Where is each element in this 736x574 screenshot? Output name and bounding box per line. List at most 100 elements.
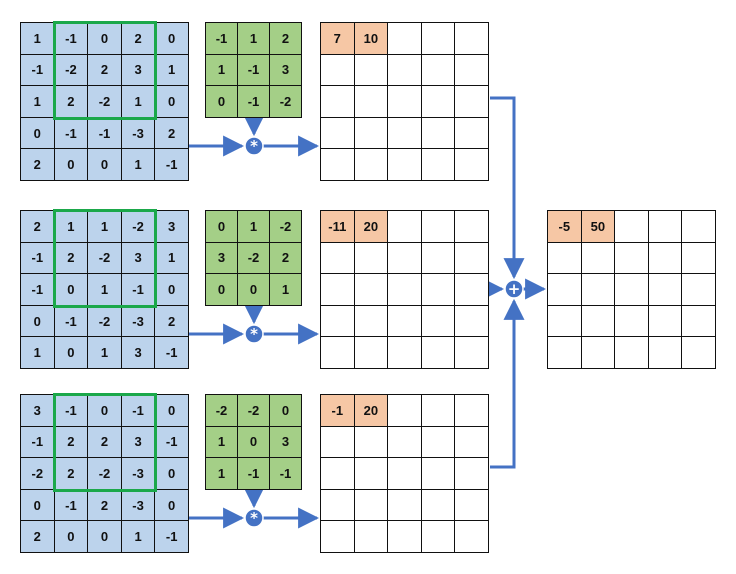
- kernel-cell: 1: [206, 458, 238, 490]
- feature-map-cell: [354, 274, 389, 306]
- feature-map-cell: [455, 149, 489, 181]
- output-cell: [581, 305, 616, 338]
- input-cell: 1: [88, 337, 122, 369]
- feature-map-cell: [388, 54, 422, 87]
- input-cell: -1: [155, 149, 189, 181]
- feature-map-cell: [388, 305, 422, 338]
- input-cell: 2: [54, 86, 89, 118]
- feature-map-cell: -11: [321, 211, 355, 243]
- input-cell: -1: [121, 395, 156, 427]
- output-cell: [682, 274, 716, 306]
- input-cell: 3: [121, 54, 156, 87]
- feature-map-cell: -1: [321, 395, 355, 427]
- feature-map-cell: [421, 242, 456, 275]
- feature-map-cell: [455, 521, 489, 553]
- feature-map-cell: [421, 211, 456, 243]
- feature-map-cell: [421, 426, 456, 459]
- feature-map-cell: [421, 86, 456, 118]
- kernel-cell: -1: [270, 458, 302, 490]
- feature-map-cell: [321, 305, 355, 338]
- kernel-cell: 0: [206, 86, 238, 118]
- input-cell: -1: [21, 54, 55, 87]
- input-cell: 0: [88, 395, 122, 427]
- feature-map-cell: [455, 395, 489, 427]
- feature-map-cell: [455, 489, 489, 522]
- input-cell: 3: [121, 242, 156, 275]
- input-cell: 0: [155, 395, 189, 427]
- feature-map-1-to-sum-arrow: [490, 96, 525, 280]
- feature-map-cell: [455, 86, 489, 118]
- input-cell: -3: [121, 117, 156, 150]
- input-cell: 0: [21, 117, 55, 150]
- convolution-operator-1: *: [244, 136, 264, 156]
- feature-map-cell: [388, 242, 422, 275]
- input-cell: 0: [21, 489, 55, 522]
- feature-map-cell: [455, 426, 489, 459]
- kernel-cell: 0: [238, 274, 270, 306]
- feature-map-cell: [421, 305, 456, 338]
- input-cell: 2: [54, 426, 89, 459]
- input-cell: 1: [54, 211, 89, 243]
- feature-map-cell: [321, 489, 355, 522]
- kernel-cell: 0: [206, 211, 238, 243]
- kernel-cell: 1: [206, 54, 238, 87]
- kernel-cell: -1: [238, 54, 270, 87]
- feature-map-cell: [421, 337, 456, 369]
- input-cell: 0: [88, 149, 122, 181]
- feature-map-cell: [421, 54, 456, 87]
- input-cell: 2: [21, 211, 55, 243]
- input-cell: 1: [121, 149, 156, 181]
- input-cell: -1: [21, 274, 55, 306]
- input-cell: 0: [54, 149, 89, 181]
- input-cell: 2: [54, 458, 89, 490]
- feature-map-cell: [388, 395, 422, 427]
- feature-map-cell: 20: [354, 211, 389, 243]
- feature-map-cell: [321, 117, 355, 150]
- feature-map-cell: [354, 242, 389, 275]
- input-cell: 3: [121, 337, 156, 369]
- output-cell: [615, 274, 649, 306]
- input-cell: 0: [155, 274, 189, 306]
- input-cell: -3: [121, 458, 156, 490]
- feature-map-cell: [321, 521, 355, 553]
- kernel-cell: 0: [238, 426, 270, 459]
- feature-map-cell: [455, 458, 489, 490]
- feature-map-cell: 10: [354, 23, 389, 55]
- feature-map-cell: [421, 489, 456, 522]
- kernel-cell: 0: [206, 274, 238, 306]
- input-cell: -1: [54, 489, 89, 522]
- feature-map-cell: [388, 458, 422, 490]
- input-cell: 0: [54, 337, 89, 369]
- input-cell: 2: [88, 54, 122, 87]
- input-cell: -1: [155, 521, 189, 553]
- feature-map-cell: [388, 211, 422, 243]
- input-cell: -1: [155, 426, 189, 459]
- kernel-cell: 1: [206, 426, 238, 459]
- input-cell: -2: [21, 458, 55, 490]
- feature-map-cell: [455, 54, 489, 87]
- output-cell: [648, 305, 683, 338]
- input-cell: -2: [88, 86, 122, 118]
- feature-map-cell: [421, 149, 456, 181]
- feature-map-cell: [354, 521, 389, 553]
- input-cell: 3: [155, 211, 189, 243]
- kernel-cell: -1: [238, 86, 270, 118]
- convolution-operator-2-circle: [244, 324, 264, 344]
- convolution-operator-1-circle: [244, 136, 264, 156]
- convolution-operator-3: *: [244, 508, 264, 528]
- output-cell: [682, 211, 716, 243]
- kernel-cell: 1: [238, 23, 270, 55]
- output-cell: [581, 337, 616, 369]
- feature-map-cell: [354, 458, 389, 490]
- feature-map-cell: [455, 211, 489, 243]
- input-cell: -2: [54, 54, 89, 87]
- feature-map-cell: [354, 86, 389, 118]
- input-cell: 0: [54, 521, 89, 553]
- feature-map-cell: [354, 337, 389, 369]
- input-cell: 1: [88, 274, 122, 306]
- kernel-cell: 1: [238, 211, 270, 243]
- kernel-cell: -2: [270, 86, 302, 118]
